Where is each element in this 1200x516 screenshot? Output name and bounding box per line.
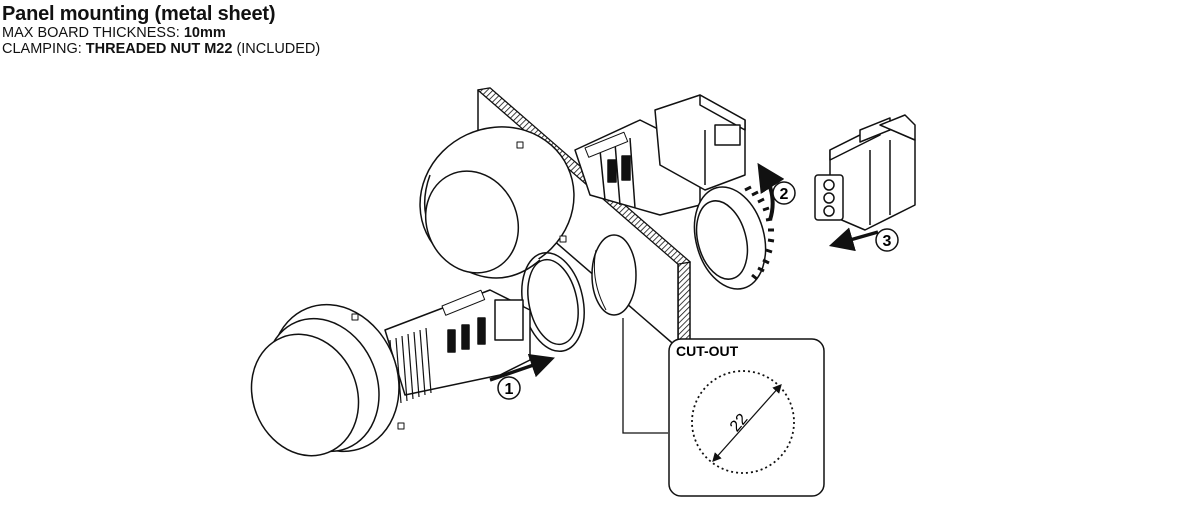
mounted-indicator [419, 94, 746, 279]
cutout-circle [691, 370, 795, 474]
diagram-title: Panel mounting (metal sheet) [2, 3, 276, 25]
step-1-number: 1 [505, 381, 514, 398]
step-3-arrow: 3 [828, 227, 899, 252]
terminal-connector [814, 114, 916, 231]
step-3-badge [875, 228, 899, 252]
step-2-arrow: 2 [757, 162, 796, 221]
panel-hole [591, 234, 637, 316]
step-2-badge [772, 181, 796, 205]
cutout-callout: CUT-OUT 22 [622, 318, 825, 497]
front-indicator [250, 289, 531, 457]
step-1-badge [497, 376, 521, 400]
thickness-value: 10mm [183, 25, 226, 41]
threaded-nut [693, 185, 775, 290]
step-3-number: 3 [883, 233, 892, 250]
cutout-label: CUT-OUT [676, 343, 739, 359]
step-1-arrow: 1 [489, 354, 555, 400]
header: Panel mounting (metal sheet) MAX BOARD T… [2, 4, 320, 57]
thickness-label: MAX BOARD THICKNESS: [2, 25, 184, 41]
step-2-number: 2 [780, 186, 789, 203]
clamping-label: CLAMPING: [2, 41, 86, 58]
thickness-spec: MAX BOARD THICKNESS: 10mm [2, 25, 320, 41]
clamping-spec: CLAMPING: THREADED NUT M22 (INCLUDED) [2, 42, 320, 57]
clamping-value: THREADED NUT M22 [85, 41, 233, 58]
diameter-dimension [712, 383, 782, 463]
clamping-note: (INCLUDED) [232, 41, 321, 58]
